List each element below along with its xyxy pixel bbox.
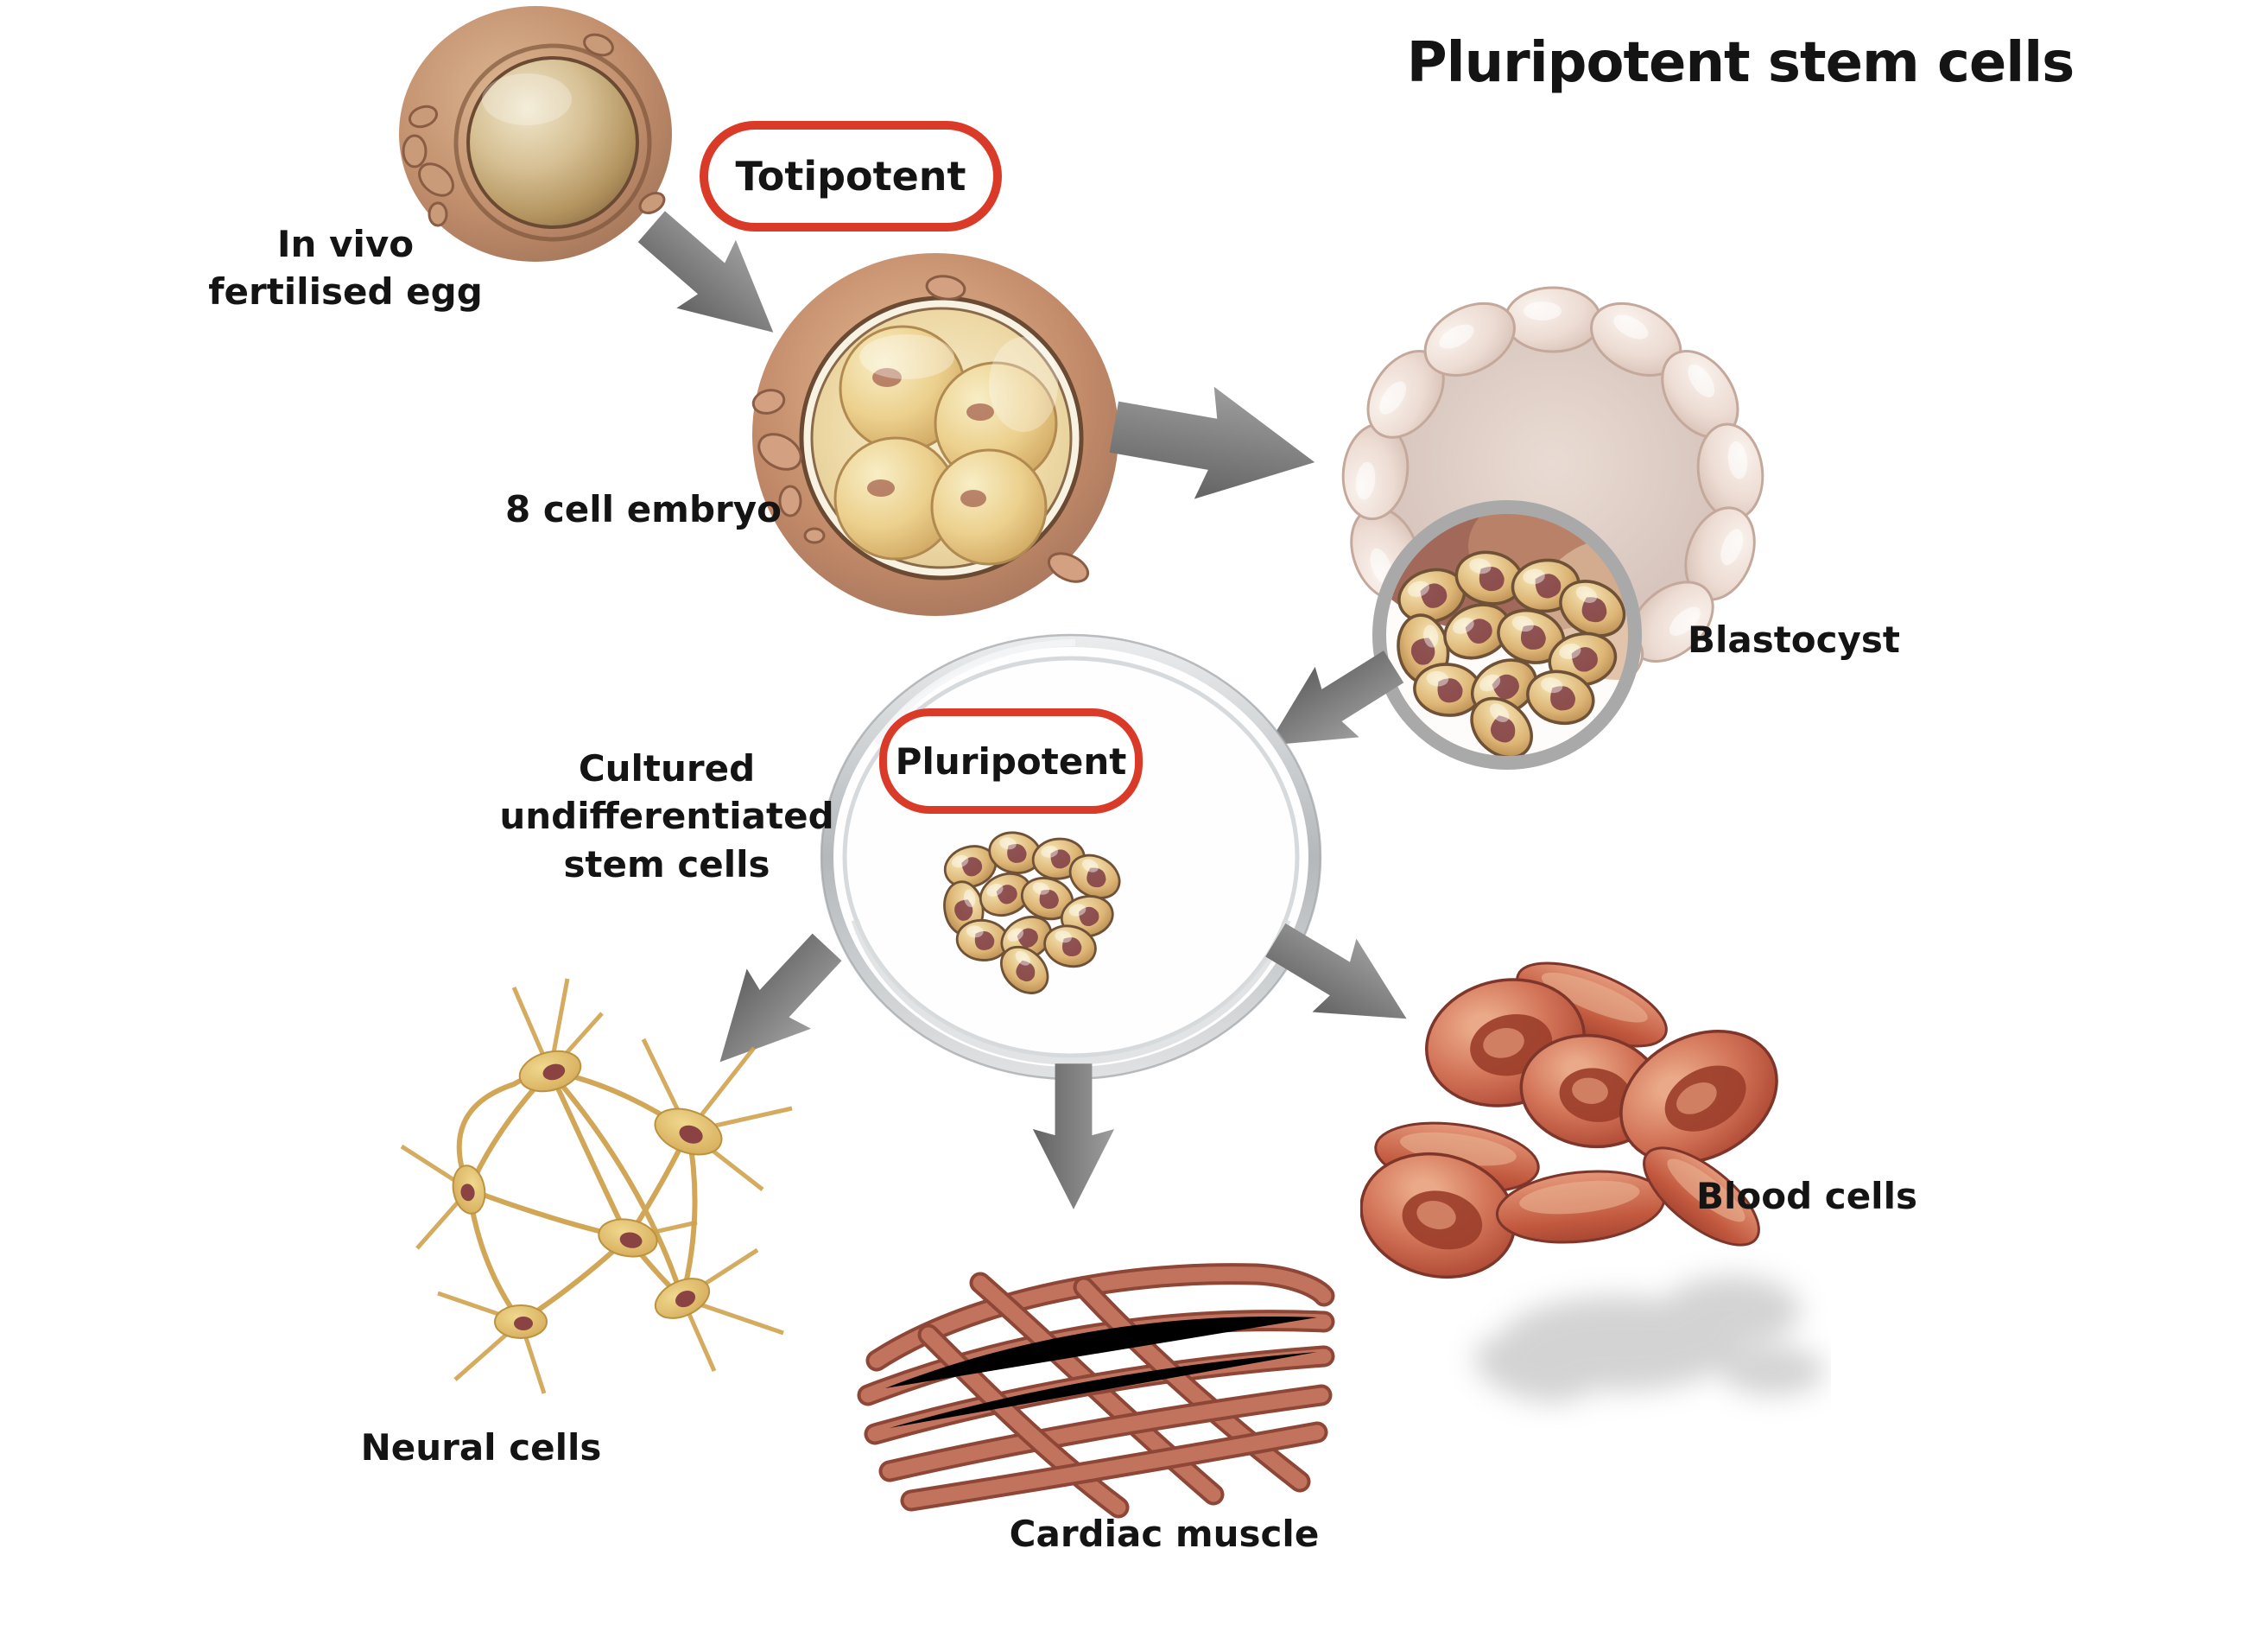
polar-bodies [751,275,1090,583]
neural-cells-illustration [400,978,793,1394]
pluripotent-badge: Pluripotent [879,708,1143,814]
eight-cell-embryo-illustration [751,253,1118,616]
arrow-dish-to-cardiac [1032,1063,1115,1209]
totipotent-badge: Totipotent [700,121,1002,232]
label-blastocyst: Blastocyst [1687,619,1901,661]
polar-bodies [402,33,666,227]
page-title: Pluripotent stem cells [1406,31,2075,95]
inner-cell-mass-magnifier [1372,500,1642,770]
label-in-vivo-egg: In vivo fertilised egg [208,223,483,314]
label-cultured-stem-cells: Cultured undifferentiated stem cells [499,747,834,885]
petri-dish-illustration [820,633,1322,1081]
blood-cells-illustration [1360,961,1825,1403]
arrow-embryo-to-blastocyst [1104,371,1325,519]
neuron-somas [452,1050,723,1339]
blastomere-nuclei [867,368,994,507]
cells-shadow [1473,1276,1825,1403]
label-eight-cell-embryo: 8 cell embryo [505,488,782,530]
cardiac-muscle-illustration [857,1263,1335,1519]
label-blood-cells: Blood cells [1696,1175,1917,1217]
blastocyst-illustration [1341,286,1764,770]
red-blood-cells [1360,961,1778,1279]
label-neural-cells: Neural cells [360,1426,602,1469]
totipotent-badge-label: Totipotent [735,153,966,200]
pluripotent-badge-label: Pluripotent [895,739,1127,783]
blastomeres [833,325,1058,566]
label-cardiac-muscle: Cardiac muscle [1009,1513,1320,1555]
fertilised-egg-illustration [399,6,672,262]
